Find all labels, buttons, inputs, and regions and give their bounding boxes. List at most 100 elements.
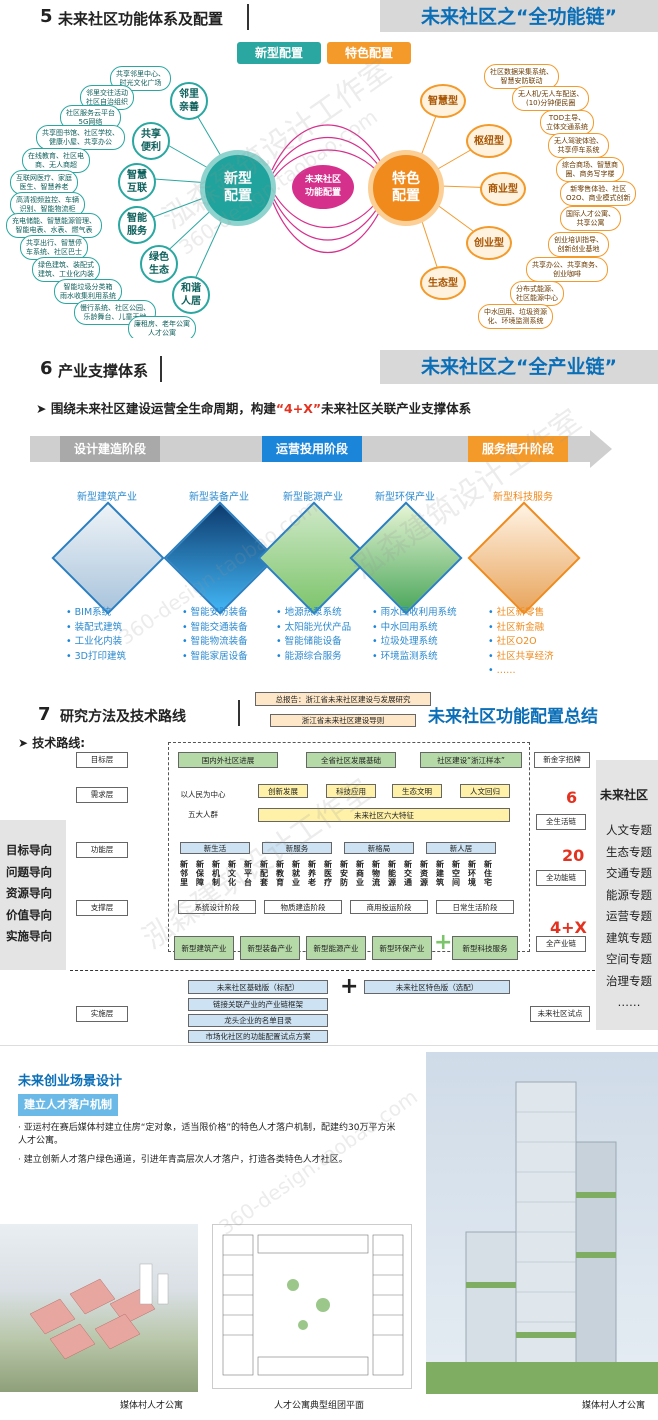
goal-zhejiang: 社区建设“浙江样本” — [420, 752, 522, 768]
node-smart-service: 智能 服务 — [118, 206, 156, 244]
tag-special-config: 特色配置 — [327, 42, 411, 64]
list-item: 3D打印建筑 — [66, 650, 126, 665]
guide-problem: 问题导向 — [6, 864, 52, 879]
need-tech: 科技应用 — [326, 784, 376, 798]
summary-panel — [596, 760, 658, 1030]
support-daily: 日常生活阶段 — [436, 900, 514, 914]
floor-plan-drawing — [222, 1234, 404, 1376]
layer-goal: 目标层 — [76, 752, 128, 768]
caption-1: 媒体村人才公寓 — [120, 1401, 184, 1411]
headline-post: 未来社区关联产业支撑体系 — [321, 401, 472, 416]
summary-list: 人文专题 生态专题 交通专题 能源专题 运营专题 建筑专题 空间专题 治理专题 … — [600, 820, 658, 1014]
industry-title-building: 新型建筑产业 — [77, 492, 137, 503]
summary-item: 空间专题 — [606, 952, 652, 966]
new-config-hub: 新型 配置 — [200, 150, 276, 226]
list-item: 工业化内装 — [66, 635, 126, 650]
node-startup-type: 创业型 — [466, 226, 512, 260]
bullet-text: 亚运村在赛后媒体村建立住房“定对象，适当限价格”的特色人才落户机制，配建约30万… — [18, 1123, 396, 1146]
tower-photo — [426, 1052, 658, 1394]
floor-plan-image — [212, 1224, 412, 1389]
support-build: 物质建造阶段 — [264, 900, 342, 914]
stage-operation: 运营投用阶段 — [262, 436, 362, 462]
guide-value: 价值导向 — [6, 907, 52, 922]
center-function-node: 未来社区 功能配置 — [292, 165, 354, 209]
industry-title-tech: 新型科技服务 — [493, 492, 553, 503]
stage-design-build: 设计建造阶段 — [60, 436, 160, 462]
list-eco-industry: 雨水回收利用系统 中水回用系统 垃圾处理系统 环境监测系统 — [372, 606, 457, 664]
list-item: 垃圾处理系统 — [372, 635, 457, 650]
impl-basic: 未来社区基础版（标配） — [188, 980, 328, 994]
need-people-center: 以人民为中心 — [180, 789, 226, 799]
leaf-special-7: 国际人才公寓、 共享公寓 — [560, 206, 621, 231]
leaf-new-12: 慢行系统、社区公园、 乐龄舞台、儿童天地 — [74, 300, 156, 325]
leaf-special-3: TOD主导、 立体交通系统 — [540, 110, 594, 135]
section-number: 6 — [40, 358, 53, 379]
leaf-new-4: 共享图书馆、社区学校、 健康小屋、共享办公 — [36, 125, 125, 150]
list-item: 智能安防装备 — [182, 606, 248, 621]
leaf-new-10: 绿色建筑、装配式 建筑、工业化内装 — [32, 257, 100, 282]
list-item: 社区O2O — [488, 635, 554, 650]
node-harmony: 和谐 人居 — [172, 276, 210, 314]
industry-title-energy: 新型能源产业 — [283, 492, 343, 503]
leaf-special-5: 综合商场、智慧商 圈、商务写字楼 — [556, 157, 624, 182]
bullet-dot: · — [18, 1123, 24, 1133]
scene-bullet-2: · 建立创新人才落户绿色通道，引进年青高层次人才落户，打造各类特色人才社区。 — [18, 1154, 398, 1167]
summary-title: 未来社区 — [600, 788, 649, 802]
industry-title-eco: 新型环保产业 — [375, 492, 435, 503]
summary-item: 建筑专题 — [606, 930, 652, 945]
func-col: 新 平 台 — [244, 860, 252, 887]
func-col: 新 能 源 — [388, 860, 396, 887]
list-item: 太阳能光伏产品 — [276, 621, 352, 636]
number-4x: 4+X — [550, 918, 587, 937]
caption-2: 人才公寓典型组团平面 — [274, 1401, 365, 1411]
summary-item: 能源专题 — [606, 887, 652, 902]
func-col: 新 住 宅 — [484, 860, 492, 887]
func-col: 新 环 境 — [468, 860, 476, 887]
list-item: 环境监测系统 — [372, 650, 457, 665]
tower-drawing — [426, 1081, 658, 1394]
summary-item: …… — [617, 995, 641, 1009]
list-item: 社区新金融 — [488, 621, 554, 636]
plus-icon: + — [434, 930, 453, 955]
route-arrow: ➤ — [18, 736, 33, 750]
leaf-special-11: 中水回用、垃圾资源 化、环境监测系统 — [478, 304, 553, 329]
list-building-industry: BIM系统 装配式建筑 工业化内装 3D打印建筑 — [66, 606, 126, 664]
section-banner: 未来社区之“全产业链” — [380, 350, 658, 384]
chain-pilot: 未来社区试点 — [530, 1006, 590, 1022]
summary-item: 人文专题 — [606, 823, 652, 837]
aerial-render-image — [0, 1224, 198, 1392]
title-divider — [247, 4, 249, 30]
impl-plus-icon: + — [340, 974, 359, 999]
left-guides: 目标导向 问题导向 资源导向 价值导向 实施导向 — [6, 840, 52, 948]
guideline-box: 浙江省未来社区建设导则 — [270, 714, 416, 727]
stage-arrow-head — [590, 430, 612, 468]
leaf-new-11: 智能垃圾分类箱 雨水收集利用系统 — [54, 279, 122, 304]
list-item: 智能物流装备 — [182, 635, 248, 650]
section-title: 研究方法及技术路线 — [60, 709, 186, 725]
leaf-special-4: 无人驾驶体验、 共享停车系统 — [548, 133, 609, 158]
list-energy-industry: 地源热泵系统 太阳能光伏产品 智能储能设备 能源综合服务 — [276, 606, 352, 664]
industry-title-equipment: 新型装备产业 — [189, 492, 249, 503]
list-item: 智能储能设备 — [276, 635, 351, 650]
eco-industry-icon — [349, 501, 463, 615]
func-col: 新 建 筑 — [436, 860, 444, 887]
industry-box-equipment: 新型装备产业 — [240, 936, 300, 960]
impl-special: 未来社区特色版（选配） — [364, 980, 510, 994]
need-innovation: 创新发展 — [258, 784, 308, 798]
func-col: 新 安 防 — [340, 860, 348, 887]
impl-pilot-plan: 市场化社区的功能配置试点方案 — [188, 1030, 328, 1043]
tag-new-config: 新型配置 — [237, 42, 321, 64]
func-col: 新 资 源 — [420, 860, 428, 887]
list-item: 装配式建筑 — [66, 621, 126, 636]
node-neighbor: 邻里 亲善 — [170, 82, 208, 120]
bullet-dot: · — [18, 1155, 24, 1165]
func-col: 新 文 化 — [228, 860, 236, 887]
impl-enterprise: 龙头企业的名单目录 — [188, 1014, 328, 1027]
title-divider — [238, 700, 240, 726]
title-divider — [160, 356, 162, 382]
func-col: 新 养 老 — [308, 860, 316, 887]
func-col: 新 教 育 — [276, 860, 284, 887]
section-title: 产业支撑体系 — [58, 362, 149, 380]
list-item: …… — [488, 664, 554, 679]
dashed-separator — [70, 970, 600, 971]
